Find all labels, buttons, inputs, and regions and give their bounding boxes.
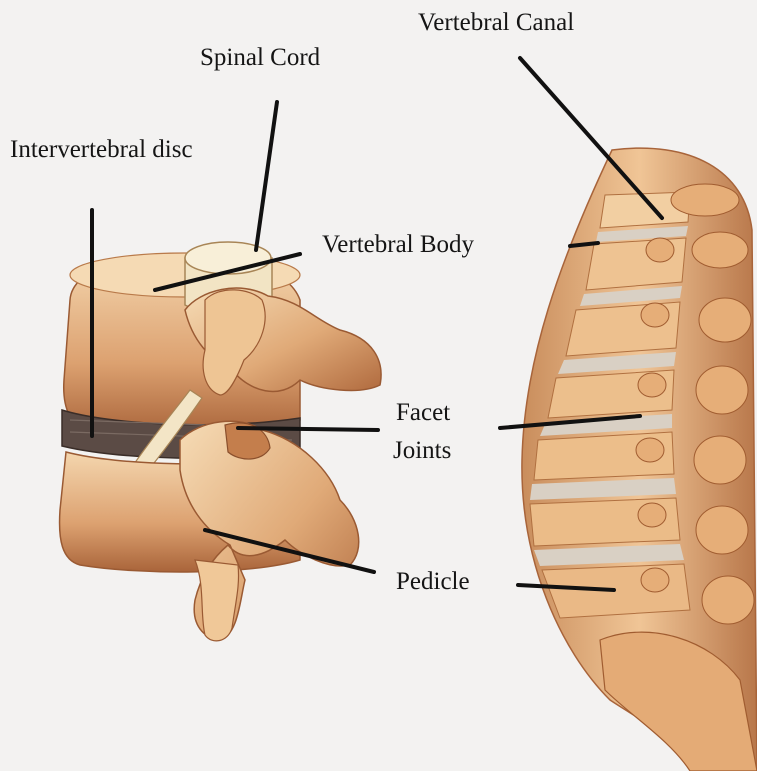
label-vertebral-canal: Vertebral Canal (418, 8, 574, 38)
leader-vertebral-canal (520, 58, 662, 218)
label-intervertebral-disc: Intervertebral disc (10, 135, 193, 165)
vertebra-closeup-illustration (60, 242, 382, 641)
label-vertebral-body: Vertebral Body (322, 230, 474, 260)
label-facet-joints-line2: Joints (393, 436, 451, 466)
spine-lateral-illustration (522, 148, 757, 771)
leader-facet-joints-left (238, 428, 378, 430)
label-pedicle: Pedicle (396, 567, 470, 597)
leader-spinal-cord (256, 102, 277, 250)
label-spinal-cord: Spinal Cord (200, 43, 320, 73)
label-facet-joints-line1: Facet (396, 398, 450, 428)
